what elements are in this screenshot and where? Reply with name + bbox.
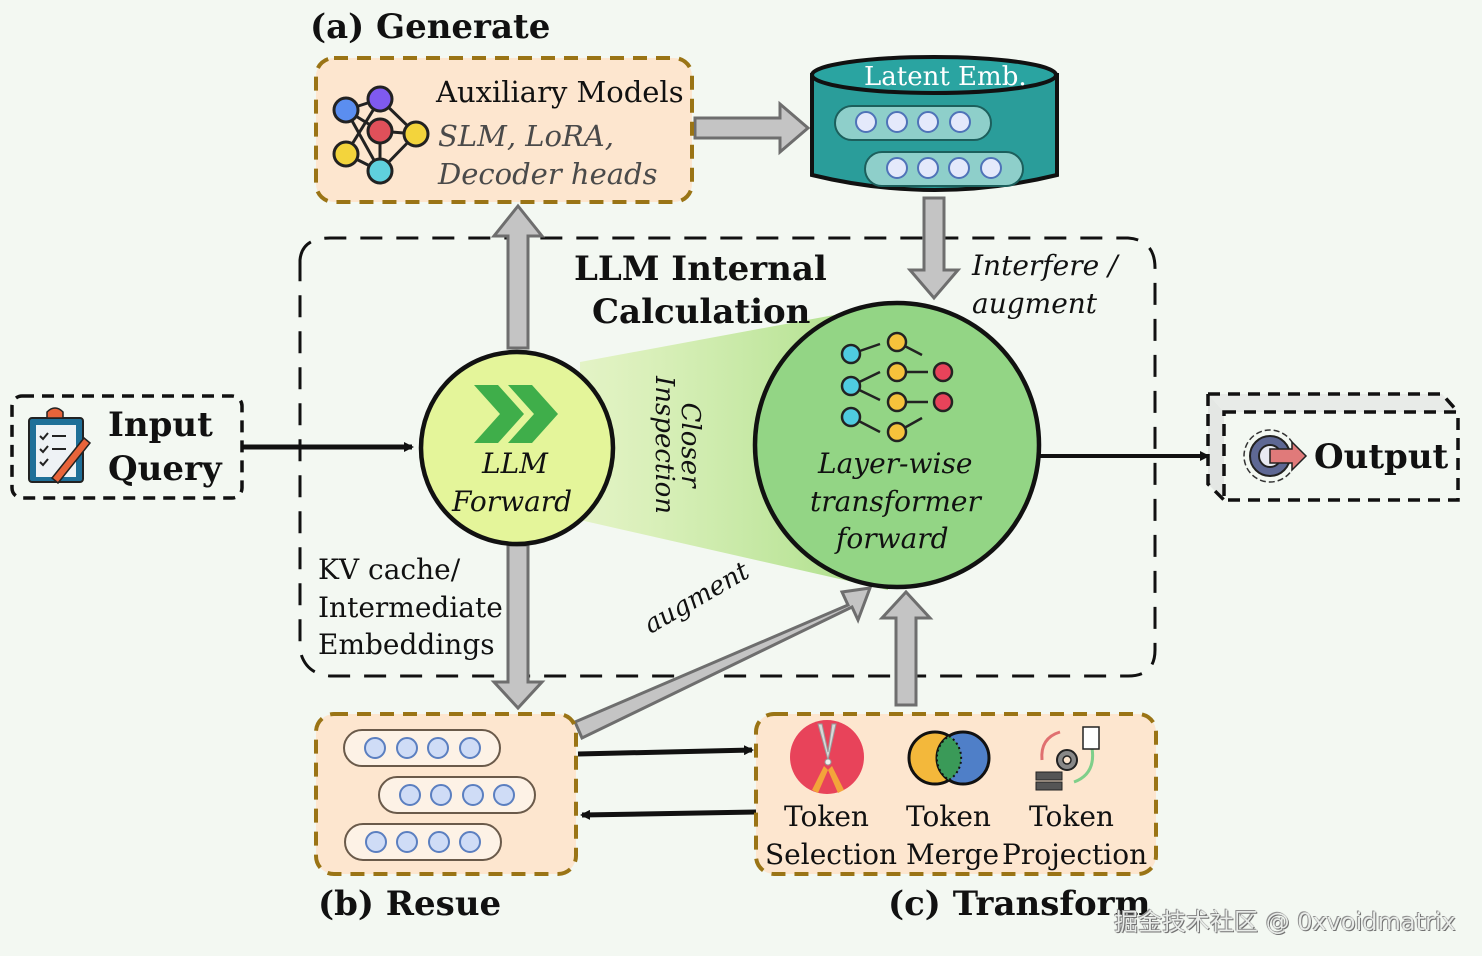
scissors-icon bbox=[790, 720, 864, 794]
augment-diagonal-arrow bbox=[573, 586, 873, 741]
transform-section-label: (c) Transform bbox=[888, 884, 1151, 924]
token-selection-line1: Token bbox=[784, 800, 869, 833]
internal-calculation-frame bbox=[298, 236, 1157, 678]
layerwise-label-line1: Layer-wise bbox=[818, 447, 973, 480]
auxiliary-models-subtitle-2: Decoder heads bbox=[438, 157, 658, 191]
latent-token-dots bbox=[855, 111, 1002, 179]
output-label: Output bbox=[1314, 437, 1449, 477]
transform-up-arrow bbox=[878, 589, 934, 707]
layerwise-label-line3: forward bbox=[836, 522, 949, 555]
aux-to-latent-arrow bbox=[693, 100, 811, 156]
generate-up-arrow bbox=[490, 203, 546, 350]
token-projection-line1: Token bbox=[1029, 800, 1114, 833]
venn-merge-icon bbox=[907, 730, 991, 786]
reuse-down-arrow bbox=[490, 543, 546, 711]
input-query-box bbox=[10, 394, 244, 500]
projection-gear-icon bbox=[1035, 726, 1100, 791]
llm-forward-label-line1: LLM bbox=[482, 447, 548, 480]
watermark: 掘金技术社区 @ 0xvoidmatrix bbox=[1114, 908, 1456, 936]
interfere-label-line2: augment bbox=[972, 287, 1098, 320]
layer-wise-circle bbox=[752, 300, 1042, 590]
reuse-to-transform-arrow bbox=[577, 745, 754, 757]
layerwise-label-line2: transformer bbox=[810, 485, 981, 518]
neural-network-icon bbox=[332, 85, 430, 185]
token-selection-line2: Selection bbox=[765, 838, 898, 871]
auxiliary-models-subtitle-1: SLM, LoRA, bbox=[438, 119, 614, 153]
token-merge-line2: Merge bbox=[906, 838, 1000, 871]
kv-cache-line2: Intermediate bbox=[318, 591, 503, 624]
clipboard-pencil-icon bbox=[28, 407, 92, 485]
auxiliary-models-title: Auxiliary Models bbox=[436, 75, 684, 109]
internal-title-line2: Calculation bbox=[592, 292, 811, 332]
input-query-line2: Query bbox=[108, 449, 222, 489]
latent-emb-label: Latent Emb. bbox=[864, 62, 1027, 92]
layer-network-icon bbox=[840, 331, 954, 443]
internal-title-line1: LLM Internal bbox=[574, 249, 827, 289]
reuse-section-label: (b) Resue bbox=[318, 884, 502, 924]
generate-box bbox=[314, 56, 694, 204]
transform-to-reuse-arrow bbox=[580, 809, 757, 820]
kv-cache-line3: Embeddings bbox=[318, 628, 495, 661]
llm-forward-circle bbox=[418, 349, 616, 547]
input-query-line1: Input bbox=[108, 405, 213, 445]
latent-down-arrow bbox=[906, 196, 962, 301]
closer-label-line1: Closer bbox=[675, 402, 705, 488]
gear-output-icon bbox=[1243, 429, 1308, 483]
interfere-label-line1: Interfere / bbox=[972, 249, 1118, 282]
token-merge-line1: Token bbox=[906, 800, 991, 833]
reuse-embedding-rows bbox=[343, 729, 536, 861]
output-box bbox=[1206, 392, 1460, 502]
generate-section-label: (a) Generate bbox=[310, 7, 551, 47]
kv-cache-line1: KV cache/ bbox=[318, 553, 461, 586]
llm-forward-label-line2: Forward bbox=[452, 485, 573, 518]
fast-forward-chevrons-icon bbox=[474, 385, 558, 443]
token-projection-line2: Projection bbox=[1002, 838, 1148, 871]
closer-label-line2: Inspection bbox=[649, 375, 679, 515]
